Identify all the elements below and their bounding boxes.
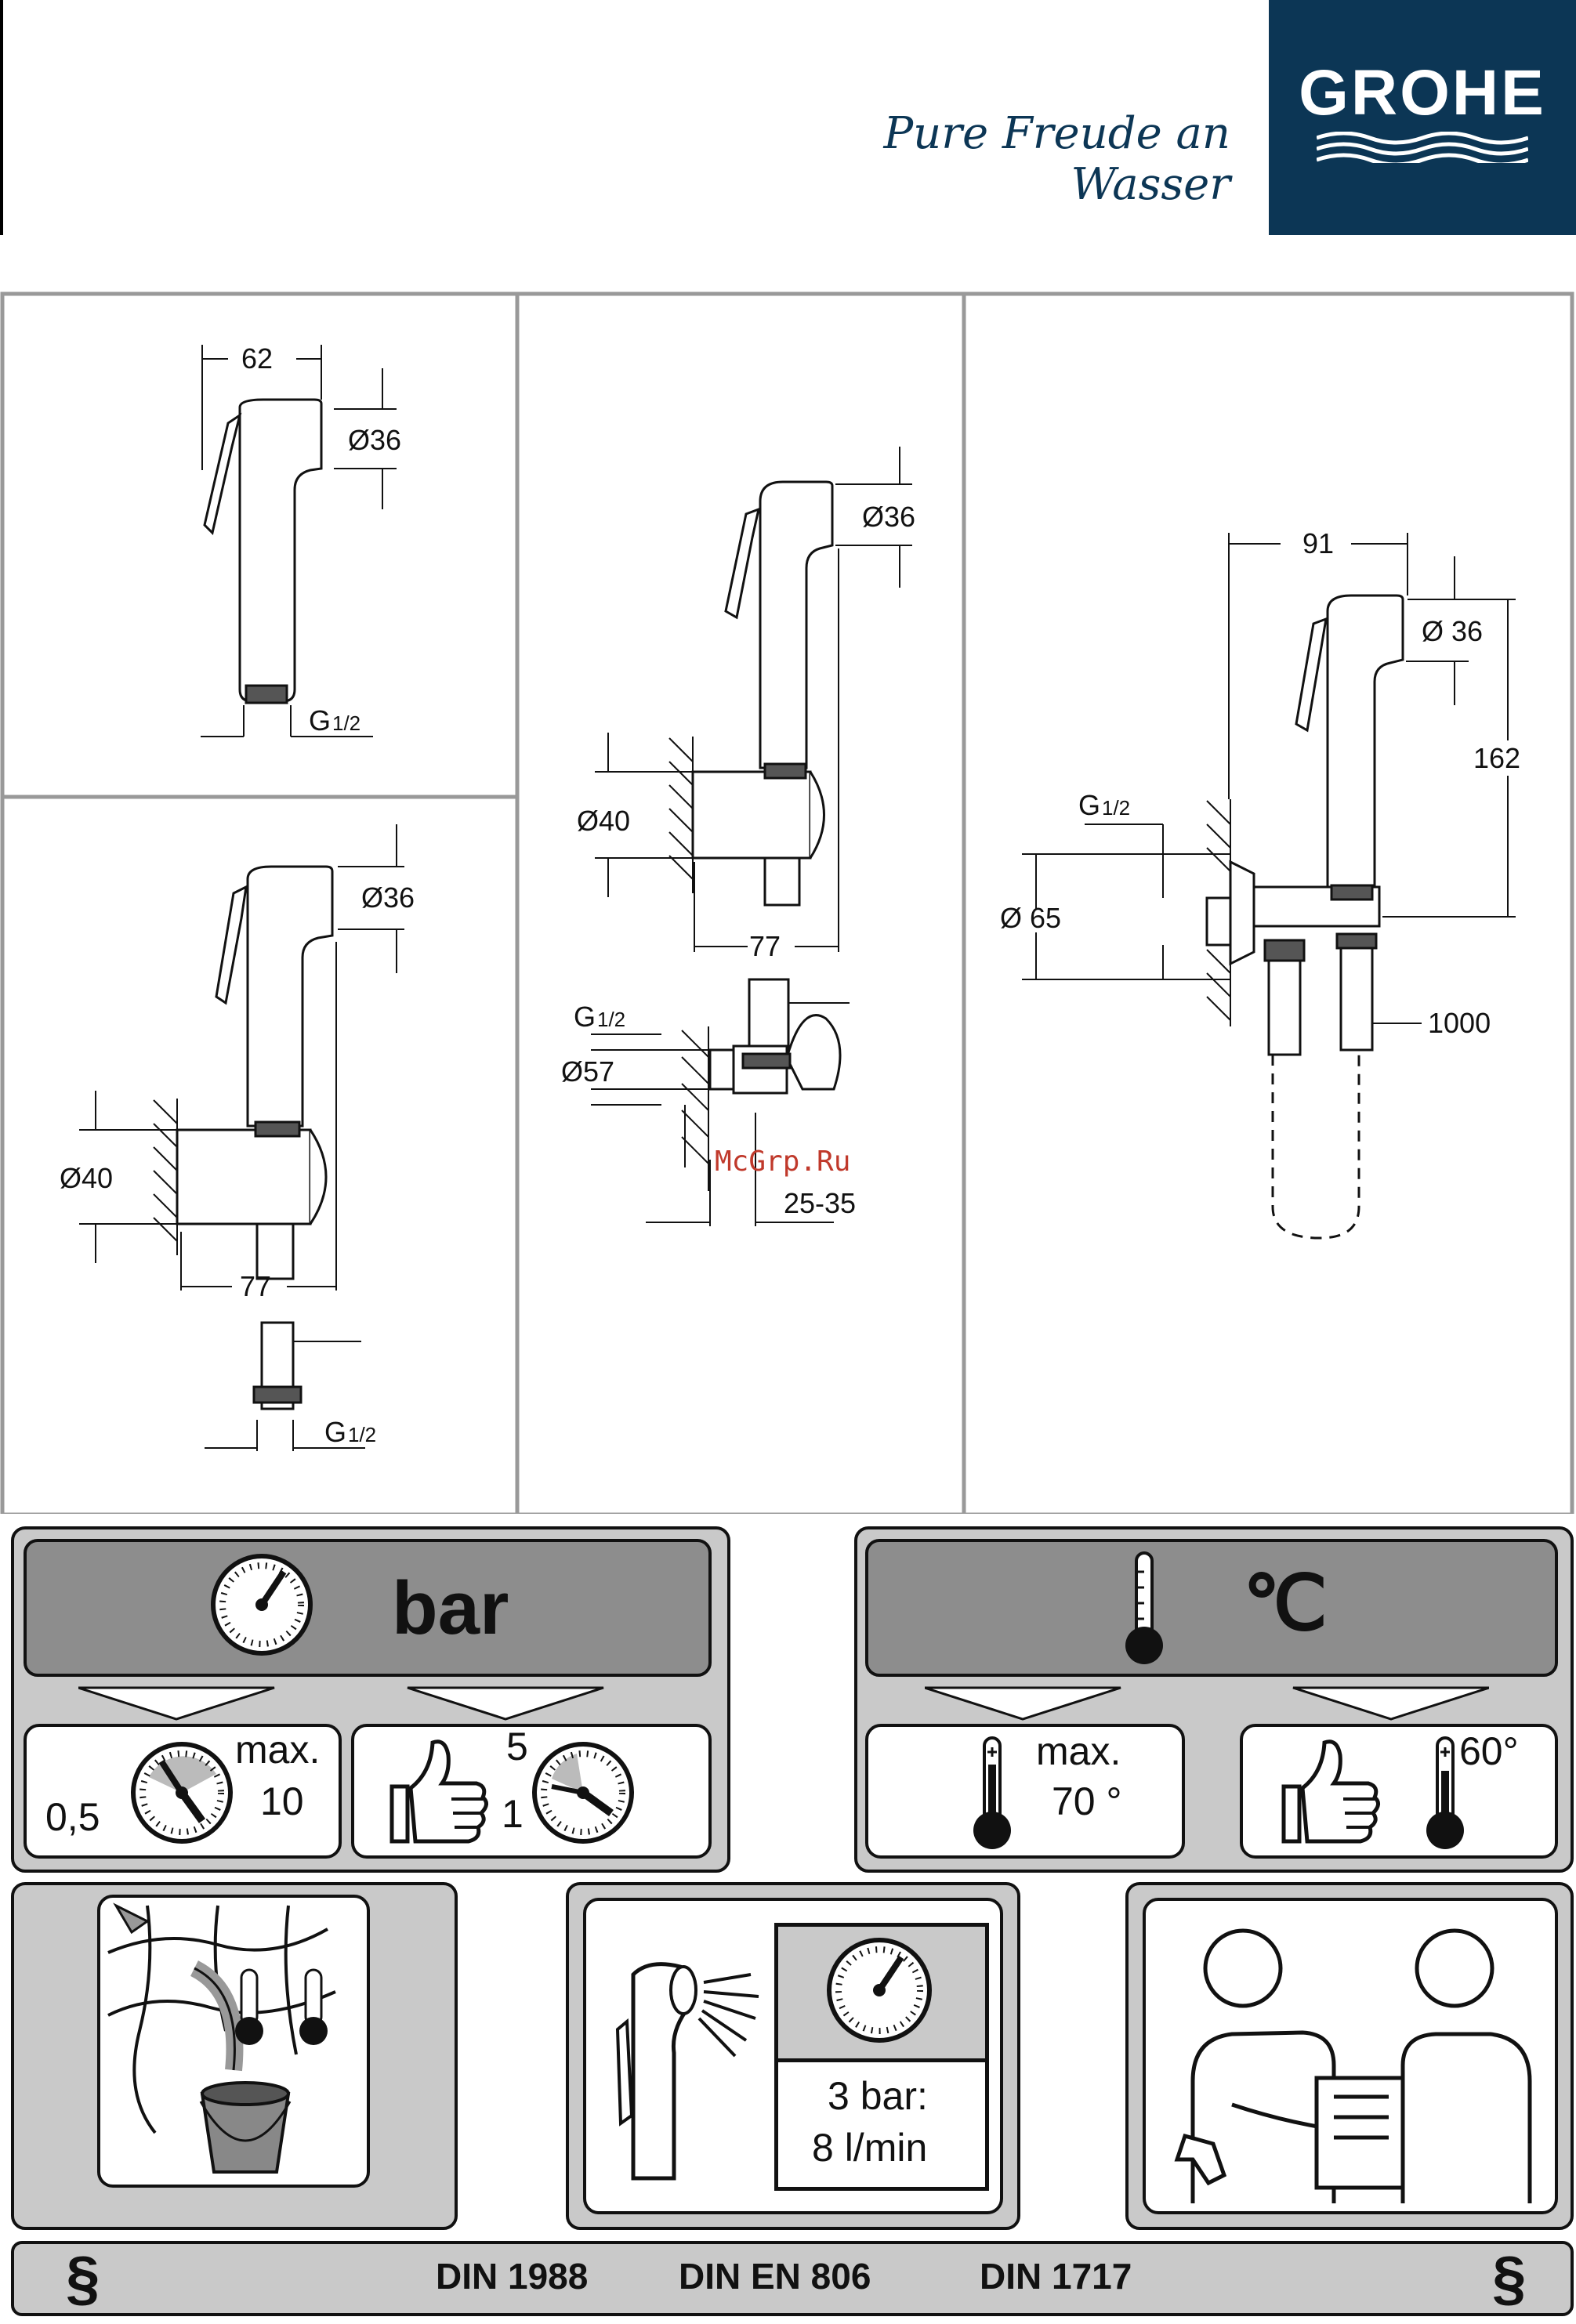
section-symbol-left: § bbox=[66, 2243, 100, 2314]
thermometer-hot-icon bbox=[969, 1733, 1016, 1852]
pressure-recommended-high: 5 bbox=[506, 1724, 528, 1769]
handset-thread-g: G bbox=[309, 704, 331, 737]
flush-pipes-bucket-icon bbox=[100, 1898, 362, 2180]
wall-holder-drawing: Ø36 Ø40 77 G 1/2 bbox=[5, 801, 514, 1512]
handset-diameter-label: Ø36 bbox=[348, 424, 401, 456]
outlet-set-width-label: 91 bbox=[1302, 527, 1334, 559]
pressure-max-label: max. bbox=[235, 1727, 320, 1772]
wall-holder-head-diameter-label: Ø36 bbox=[361, 881, 415, 914]
flow-rate-label: 8 l/min bbox=[812, 2125, 927, 2170]
outlet-set-thread-g: G bbox=[1078, 789, 1100, 821]
outlet-set-head-diameter-label: Ø 36 bbox=[1422, 615, 1483, 647]
hand-shower-spray-icon bbox=[602, 1959, 774, 2194]
brand-tagline: Pure Freude an Wasser bbox=[792, 108, 1230, 210]
temperature-max-box bbox=[865, 1724, 1185, 1859]
valve-set-projection-label: 25-35 bbox=[784, 1187, 856, 1219]
wall-holder-depth-label: 77 bbox=[240, 1270, 271, 1302]
pressure-range-gauge-icon bbox=[129, 1739, 235, 1846]
pressure-recommended-low: 1 bbox=[502, 1791, 524, 1837]
valve-set-head-diameter-label: Ø36 bbox=[862, 501, 915, 533]
pressure-arrows bbox=[78, 1685, 611, 1724]
outlet-set-hose-length-label: 1000 bbox=[1428, 1007, 1491, 1039]
wall-holder-thread-g: G bbox=[324, 1416, 346, 1448]
handset-thread-fraction: 1/2 bbox=[332, 711, 360, 735]
valve-set-thread-g: G bbox=[574, 1001, 596, 1033]
wall-holder-thread-fraction: 1/2 bbox=[348, 1423, 376, 1446]
thumbs-up-temperature-icon bbox=[1276, 1732, 1386, 1849]
temperature-header bbox=[865, 1539, 1558, 1677]
standard-din-1988: DIN 1988 bbox=[436, 2255, 588, 2297]
pressure-recommended-gauge-icon bbox=[530, 1739, 636, 1846]
temperature-unit-label: ℃ bbox=[1243, 1559, 1328, 1647]
wall-holder-holder-diameter-label: Ø40 bbox=[60, 1162, 113, 1194]
flow-gauge-icon bbox=[824, 1935, 934, 2045]
thumbs-up-icon bbox=[384, 1732, 494, 1849]
outlet-set-rosette-label: Ø 65 bbox=[1000, 902, 1061, 934]
temperature-recommended-label: 60° bbox=[1459, 1729, 1519, 1774]
flow-pressure-label: 3 bar: bbox=[828, 2073, 928, 2119]
handset-width-label: 62 bbox=[241, 342, 273, 375]
pressure-header bbox=[24, 1539, 712, 1677]
angle-valve-set-drawing: Ø36 Ø40 77 G 1/2 Ø57 25-35 bbox=[520, 298, 961, 1512]
valve-set-rosette-label: Ø57 bbox=[561, 1055, 614, 1088]
temperature-max-value: 70 ° bbox=[1052, 1779, 1122, 1824]
pressure-gauge-icon bbox=[208, 1551, 315, 1658]
pressure-unit-label: bar bbox=[392, 1566, 509, 1652]
standard-din-1717: DIN 1717 bbox=[980, 2255, 1132, 2297]
handset-drawing: 62 Ø36 G 1/2 bbox=[5, 298, 514, 791]
temperature-arrows bbox=[925, 1685, 1489, 1724]
brand-logo-text: GROHE bbox=[1269, 56, 1576, 130]
valve-set-thread-fraction: 1/2 bbox=[597, 1008, 625, 1031]
watermark-text: McGrp.Ru bbox=[715, 1146, 850, 1178]
installer-handover-icon bbox=[1146, 1901, 1549, 2205]
outlet-set-thread-fraction: 1/2 bbox=[1102, 796, 1130, 820]
standard-din-en-806: DIN EN 806 bbox=[679, 2255, 871, 2297]
left-margin-rule bbox=[0, 0, 3, 235]
logo-waves-icon bbox=[1317, 132, 1528, 163]
valve-set-depth-label: 77 bbox=[749, 930, 781, 962]
thermometer-icon bbox=[1121, 1548, 1168, 1667]
outlet-set-height-label: 162 bbox=[1473, 742, 1520, 774]
section-symbol-right: § bbox=[1492, 2243, 1526, 2314]
wall-outlet-set-drawing: 91 Ø 36 162 G 1/2 Ø 65 1000 bbox=[967, 298, 1572, 1512]
pressure-max-value: 10 bbox=[260, 1779, 304, 1824]
pressure-min-label: 0,5 bbox=[45, 1794, 100, 1840]
temperature-max-label: max. bbox=[1036, 1729, 1121, 1774]
valve-set-holder-diameter-label: Ø40 bbox=[577, 805, 630, 837]
